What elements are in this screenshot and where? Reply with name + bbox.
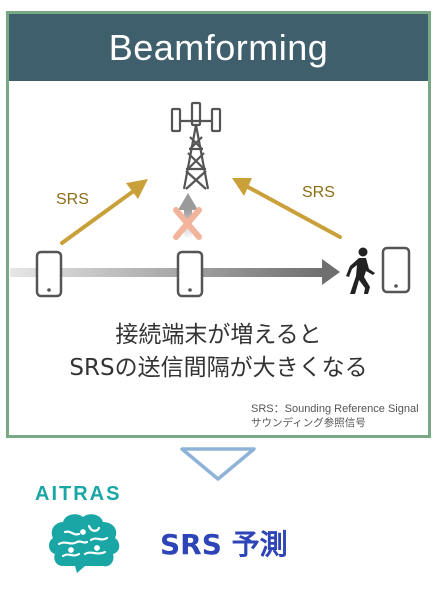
- footnote-line-2: サウンディング参照信号: [251, 417, 366, 429]
- left-srs-arrowhead: [126, 179, 148, 199]
- left-srs-label: SRS: [56, 191, 89, 208]
- title-bar: Beamforming: [9, 14, 428, 81]
- walking-person-icon: [346, 247, 375, 294]
- smartphone-icon: [381, 246, 411, 294]
- down-triangle-icon: [180, 447, 256, 481]
- blocked-x-icon: [173, 207, 202, 240]
- cell-tower-icon: [170, 101, 222, 190]
- caption-line-2: SRSの送信間隔が大きくなる: [69, 355, 368, 381]
- left-srs-arrow-line: [60, 188, 137, 245]
- srs-prediction-label: SRS 予測: [160, 528, 288, 561]
- beamforming-card: Beamforming: [6, 11, 431, 438]
- right-srs-label: SRS: [302, 184, 335, 201]
- blocked-uplink-head: [178, 193, 198, 210]
- brain-icon: [49, 514, 120, 573]
- brand-logo: AITRAS: [35, 483, 122, 505]
- footnote-line-1: SRS：Sounding Reference Signal: [251, 403, 419, 415]
- right-srs-arrowhead: [232, 178, 252, 196]
- card-title: Beamforming: [108, 26, 329, 68]
- smartphone-icon: [35, 250, 63, 298]
- caption-line-1: 接続端末が増えると: [115, 322, 322, 348]
- smartphone-icon: [176, 250, 204, 298]
- right-srs-arrow-line: [246, 185, 342, 239]
